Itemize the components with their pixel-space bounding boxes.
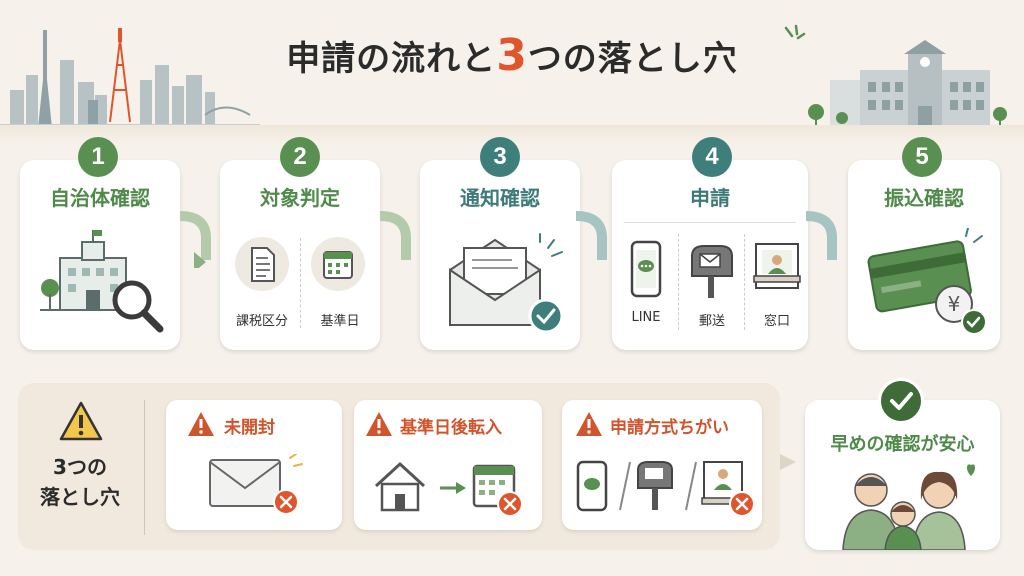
- step-label: 自治体確認: [50, 186, 150, 210]
- flow-arrow-icon: [180, 211, 211, 268]
- item-label-base-date: 基準日: [320, 314, 360, 329]
- flow-arrow-icon: [576, 211, 607, 260]
- divider-band: [0, 125, 1024, 145]
- safe-label: 早めの確認が安心: [830, 434, 975, 455]
- check-badge-icon: [878, 378, 924, 424]
- step-card-5: 振込確認 ¥: [848, 160, 1000, 350]
- item-label-mail: 郵送: [698, 314, 725, 329]
- calendar-icon: [311, 237, 365, 291]
- safe-card: 早めの確認が安心: [805, 400, 1000, 550]
- card-divider: [744, 234, 745, 330]
- family-illustration: [842, 464, 975, 550]
- step-label: 振込確認: [884, 186, 964, 210]
- step-label: 申請: [690, 186, 730, 210]
- service-counter-icon: [753, 243, 801, 289]
- pitfall-card-wrong-method: 申請方式ちがい: [562, 400, 762, 530]
- pitfall-label: 基準日後転入: [400, 418, 502, 438]
- opened-envelope-check-icon: [449, 233, 564, 334]
- pitfall-label: 未開封: [224, 418, 275, 438]
- step-label: 通知確認: [460, 186, 540, 210]
- house-to-calendar-icon: [374, 462, 523, 517]
- step-card-4: 申請 LINE 郵送 窓口: [612, 160, 808, 350]
- item-label-tax: 課税区分: [235, 314, 288, 329]
- city-skyline-illustration: [0, 28, 260, 128]
- document-icon: [235, 237, 289, 291]
- flow-arrow-icon: [380, 211, 411, 260]
- item-label-counter: 窓口: [763, 314, 790, 329]
- city-hall-illustration: [808, 40, 1007, 128]
- step-number-badge: 2: [280, 137, 320, 177]
- step-number-badge: 4: [692, 137, 732, 177]
- flow-arrow-icon: [806, 211, 837, 260]
- bank-card-yen-icon: ¥: [867, 228, 987, 335]
- step-card-1: 自治体確認: [20, 160, 180, 350]
- card-divider: [624, 222, 796, 223]
- warning-icon: [576, 412, 602, 436]
- step-number-badge: 5: [902, 137, 942, 177]
- step-card-2: 対象判定 課税区分 基準日: [220, 160, 380, 350]
- warning-icon: [188, 412, 214, 436]
- card-divider: [678, 234, 679, 330]
- pitfall-card-late-move: 基準日後転入: [354, 400, 542, 530]
- city-hall-magnifier-icon: [40, 230, 164, 333]
- pitfall-label: 申請方式ちがい: [610, 418, 729, 438]
- step-card-3: 通知確認: [420, 160, 580, 350]
- methods-mismatch-icon: [576, 460, 755, 517]
- chevron-right-icon: [780, 454, 796, 470]
- card-divider: [300, 238, 301, 328]
- svg-text:¥: ¥: [948, 292, 961, 316]
- page-title: 申請の流れと3つの落とし穴: [286, 30, 738, 81]
- mailbox-icon: [691, 245, 733, 298]
- item-label-line: LINE: [631, 310, 661, 325]
- step-label: 対象判定: [260, 186, 340, 210]
- step-number-badge: 3: [480, 137, 520, 177]
- step-number-badge: 1: [78, 137, 118, 177]
- panel-divider: [144, 400, 145, 535]
- smartphone-chat-icon: [630, 240, 662, 298]
- pitfalls-heading: 3つの 落とし穴: [40, 455, 120, 509]
- pitfall-card-unopened: 未開封: [166, 400, 342, 530]
- sparkle-lines-icon: [784, 24, 806, 40]
- warning-icon: [366, 412, 392, 436]
- unopened-envelope-icon: [209, 454, 303, 515]
- warning-icon: [59, 401, 103, 441]
